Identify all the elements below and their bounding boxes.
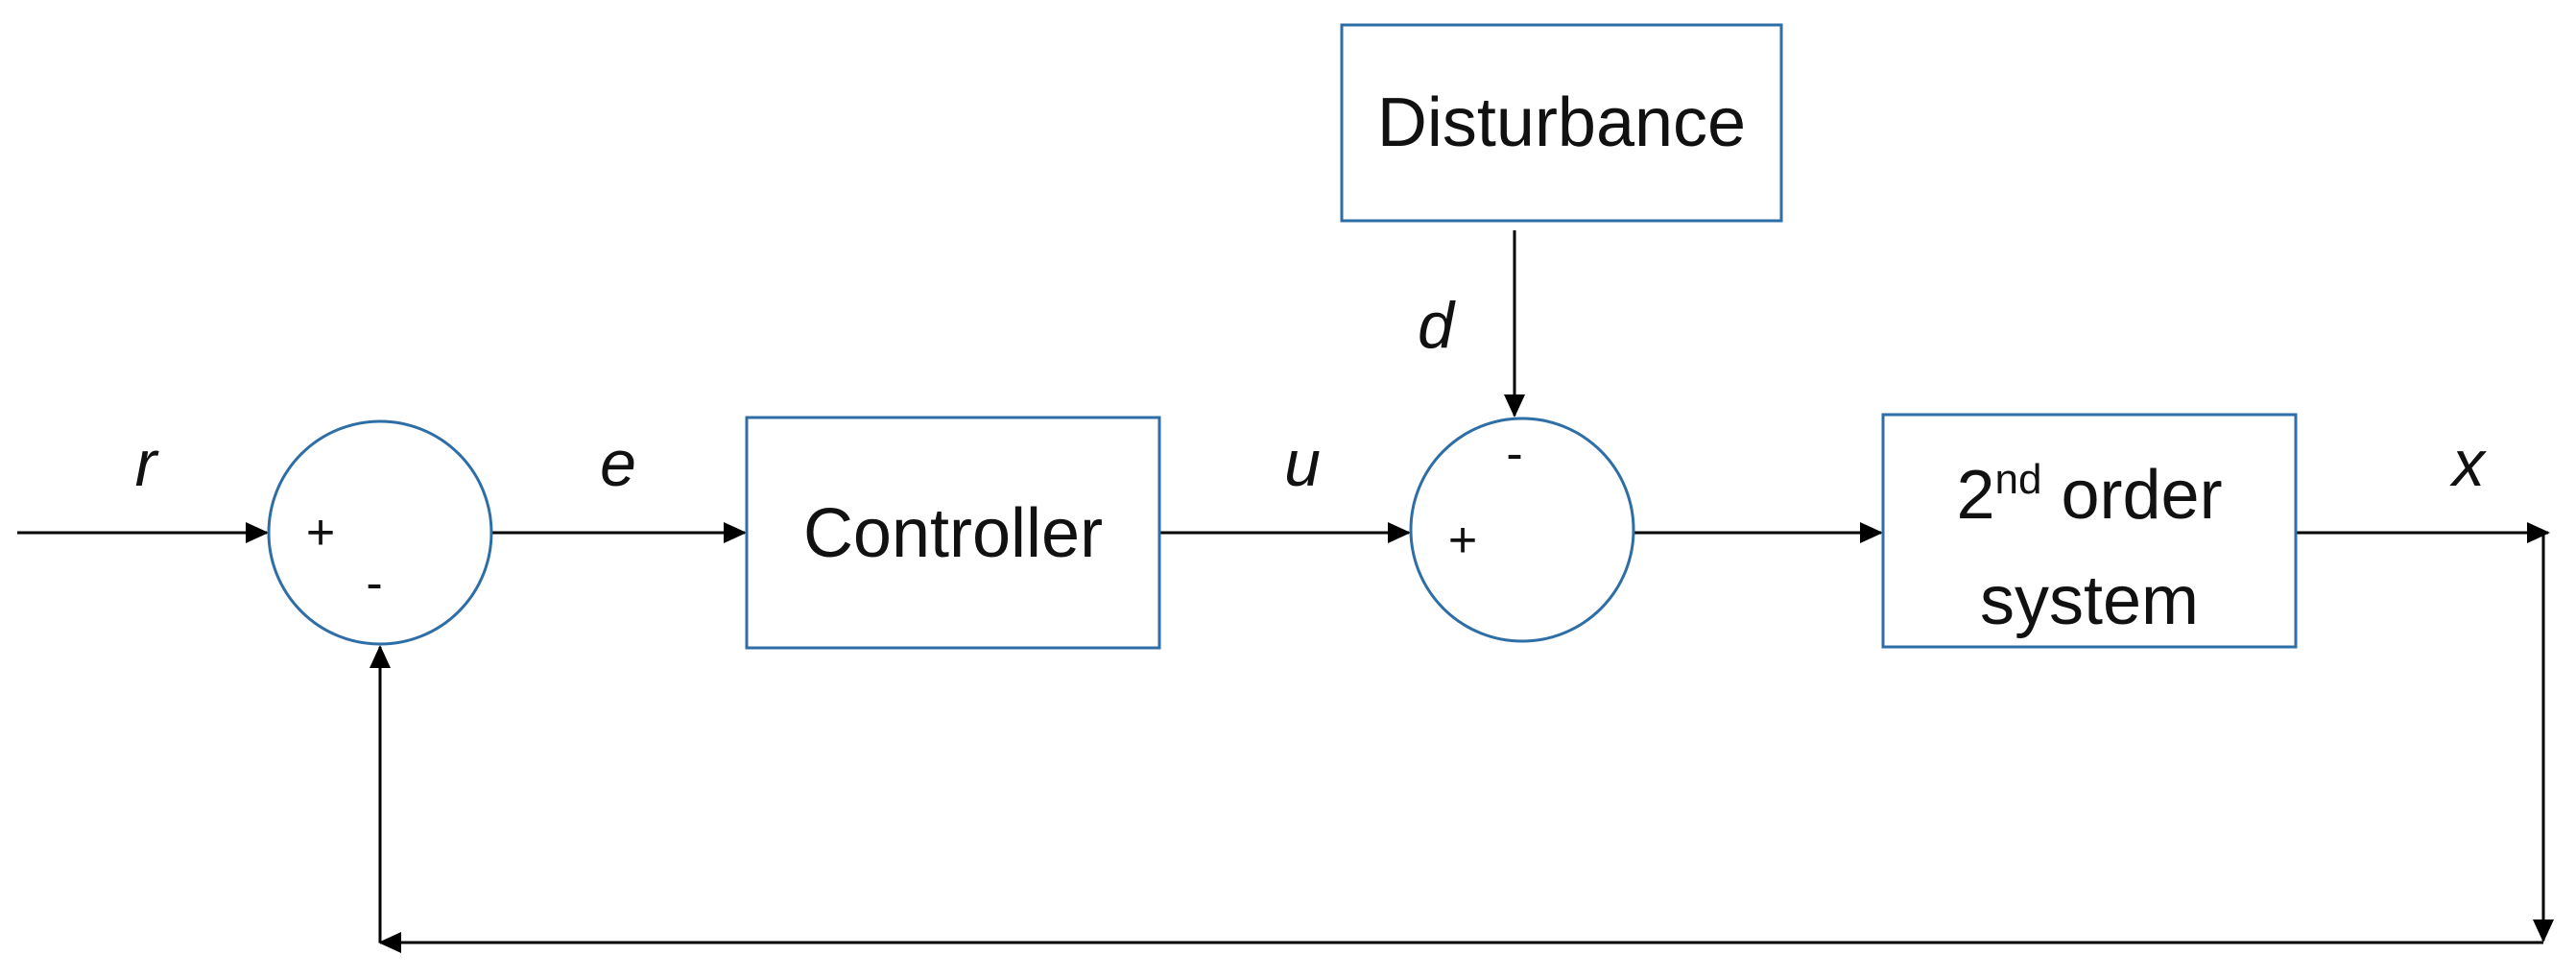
junction-1-plus-sign: +: [306, 505, 335, 561]
signal-label-r: r: [135, 427, 159, 500]
signal-label-d: d: [1418, 289, 1456, 362]
junction-2-minus-sign: -: [1506, 426, 1522, 482]
disturbance-label: Disturbance: [1377, 84, 1746, 161]
plant-label-line2: system: [1980, 562, 2199, 639]
signal-label-u: u: [1284, 427, 1321, 500]
controller-label: Controller: [803, 495, 1103, 572]
summing-junction-2: [1409, 417, 1635, 643]
junction-1-minus-sign: -: [366, 556, 382, 611]
signal-label-x: x: [2449, 427, 2487, 500]
summing-junction-1: [267, 419, 493, 646]
plant-order-suffix: nd: [1995, 456, 2042, 503]
plant-label-line1-rest: order: [2041, 457, 2222, 534]
controller-block: [745, 416, 1161, 650]
junction-2-plus-sign: +: [1448, 513, 1477, 568]
disturbance-block: [1340, 23, 1783, 223]
plant-order-number: 2: [1956, 457, 1994, 534]
plant-label-line1: 2nd order: [1956, 456, 2222, 534]
signal-label-e: e: [600, 427, 636, 500]
plant-block: [1881, 413, 2298, 649]
